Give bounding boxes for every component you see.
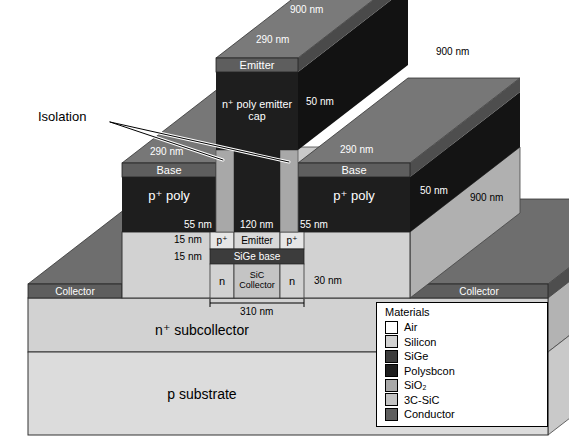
region-label: Collector — [459, 286, 498, 297]
legend-swatch — [385, 321, 398, 334]
doped-region: p⁺ — [280, 232, 304, 249]
poly-region: p⁺ poly — [122, 180, 216, 212]
legend-swatch — [385, 393, 398, 406]
region-label: Emitter — [240, 59, 275, 71]
dimension-label: 55 nm — [300, 219, 328, 231]
legend-entry: Conductor — [385, 407, 541, 422]
region-label: SiGe base — [234, 251, 281, 262]
region-label: n⁺ subcollector — [155, 323, 249, 338]
callout-label: Isolation — [38, 110, 86, 125]
region-label: p⁺ poly — [148, 189, 190, 203]
legend-swatch — [385, 335, 398, 348]
substrate-layer: p substrate — [28, 360, 376, 430]
legend-swatch — [385, 364, 398, 377]
region-label: p⁺ — [217, 235, 228, 246]
legend-swatch — [385, 350, 398, 363]
doped-region: n — [280, 264, 304, 298]
legend-entry: Silicon — [385, 335, 541, 350]
dimension-label: 120 nm — [240, 219, 273, 231]
poly-region: p⁺ poly — [298, 180, 410, 212]
legend-title: Materials — [385, 306, 541, 318]
contact-bar: Base — [122, 163, 216, 177]
legend-text: SiGe — [404, 350, 428, 362]
dimension-label: 290 nm — [256, 34, 289, 46]
dimension-label: 50 nm — [306, 96, 334, 108]
contact-bar: Base — [298, 163, 410, 177]
legend-swatch — [385, 408, 398, 421]
legend-entry: 3C-SiC — [385, 393, 541, 408]
doped-region: n — [210, 264, 234, 298]
region-label: n — [289, 275, 295, 287]
region-label: p⁺ poly — [333, 189, 375, 203]
legend-text: SiO₂ — [404, 379, 427, 391]
legend-box: MaterialsAirSiliconSiGePolysbconSiO₂ 3C-S… — [376, 302, 548, 427]
doped-region: p⁺ — [210, 232, 234, 249]
contact-bar: Collector — [410, 284, 548, 298]
dimension-label: 290 nm — [340, 144, 373, 156]
dimension-label: 15 nm — [174, 251, 202, 263]
legend-text: 3C-SiC — [404, 394, 439, 406]
contact-bar: Collector — [28, 284, 122, 298]
contact-bar: Emitter — [216, 58, 298, 72]
region-label: p⁺ — [287, 235, 298, 246]
region-label: SiC Collector — [234, 271, 280, 291]
region-label: n — [219, 275, 225, 287]
dimension-label: 900 nm — [290, 4, 323, 16]
legend-text: Air — [404, 321, 417, 333]
dimension-label: 15 nm — [174, 234, 202, 246]
dimension-label: 900 nm — [436, 46, 469, 58]
legend-entry: SiGe — [385, 349, 541, 364]
region-label: p substrate — [167, 387, 236, 402]
base-layer: SiGe base — [210, 249, 304, 264]
legend-text: Silicon — [404, 336, 436, 348]
legend-text: Conductor — [404, 408, 455, 420]
emitter-cap: n⁺ poly emitter cap — [216, 74, 298, 148]
subcollector-layer: n⁺ subcollector — [28, 316, 376, 346]
dimension-label: 50 nm — [420, 185, 448, 197]
collector-region: SiC Collector — [234, 264, 280, 298]
legend-entry: Polysbcon — [385, 364, 541, 379]
region-label: Collector — [55, 286, 94, 297]
legend-swatch — [385, 379, 398, 392]
dimension-label: 290 nm — [150, 146, 183, 158]
dimension-label: 310 nm — [240, 306, 273, 318]
dimension-label: 30 nm — [314, 275, 342, 287]
dimension-label: 55 nm — [184, 219, 212, 231]
emitter-region: Emitter — [234, 232, 280, 249]
legend-text: Polysbcon — [404, 365, 455, 377]
region-label: n⁺ poly emitter cap — [216, 99, 298, 123]
dimension-label: 900 nm — [470, 192, 503, 204]
region-label: Base — [341, 164, 366, 176]
legend-entry: SiO₂ — [385, 378, 541, 393]
legend-entry: Air — [385, 320, 541, 335]
region-label: Emitter — [241, 235, 273, 246]
region-label: Base — [156, 164, 181, 176]
